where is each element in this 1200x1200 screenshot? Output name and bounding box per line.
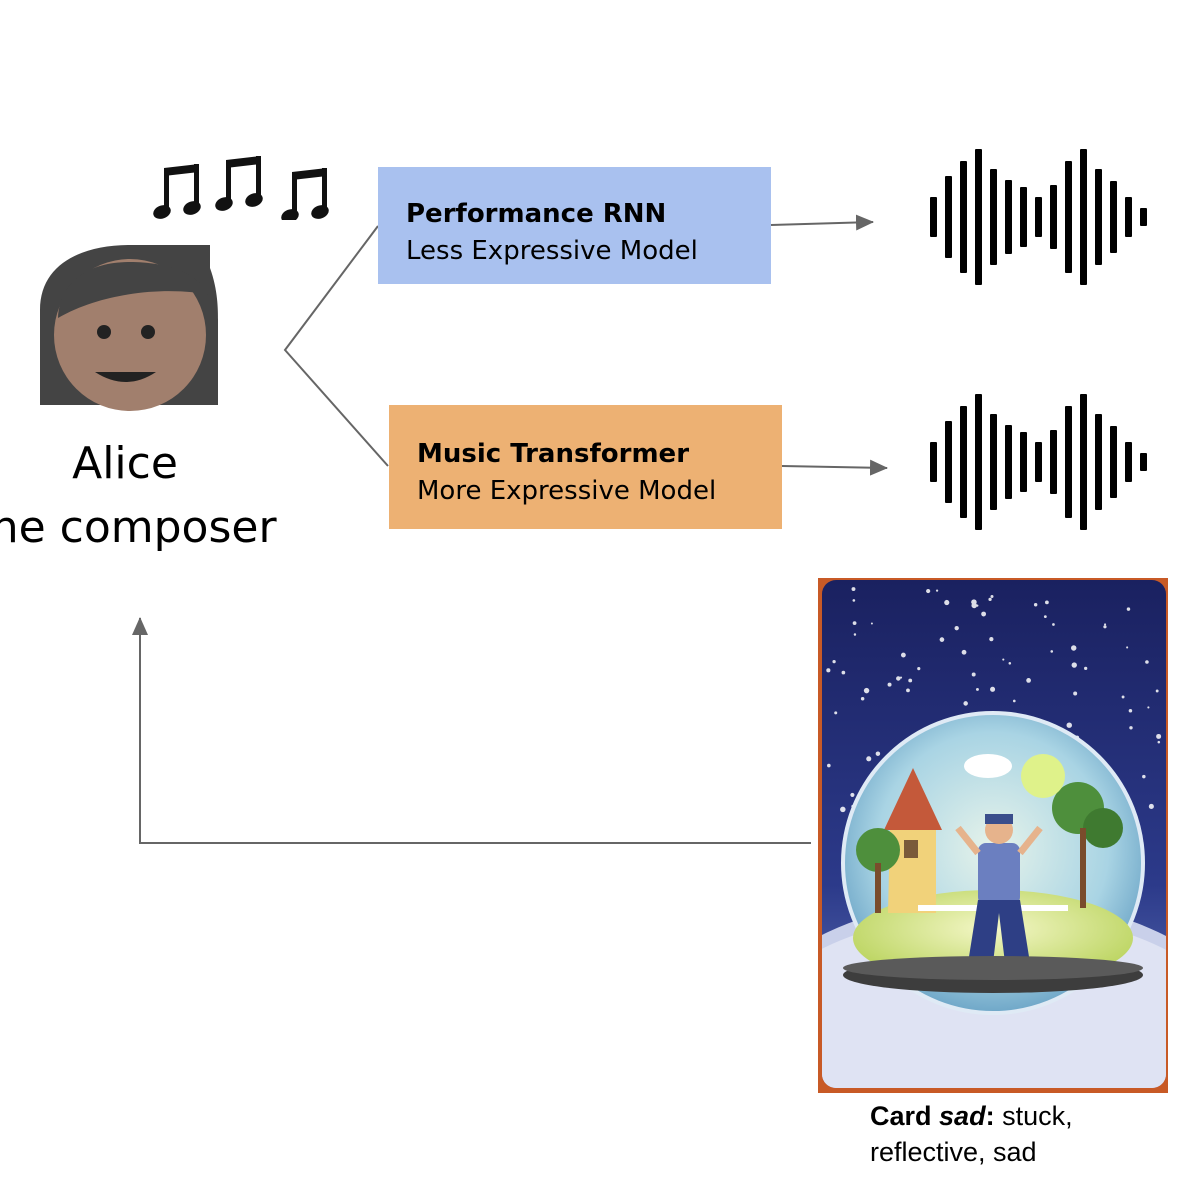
waveform-bar — [1110, 426, 1117, 498]
persona-name: Alice — [72, 438, 178, 489]
feedback-arrow — [132, 617, 811, 844]
persona-role: the composer — [0, 502, 277, 553]
model-subtitle: More Expressive Model — [417, 476, 717, 506]
card-caption: Card sad: stuck, reflective, sad — [870, 1098, 1190, 1170]
waveform-bar — [975, 149, 982, 285]
waveform-bar — [1125, 197, 1132, 237]
card-name: sad — [939, 1101, 986, 1131]
waveform-bar — [1005, 180, 1012, 254]
waveform-bar — [1095, 414, 1102, 510]
arrow-to-waveform-2 — [781, 459, 888, 476]
card-keywords: stuck, reflective, sad — [870, 1101, 1073, 1167]
waveform-bar — [1065, 406, 1072, 518]
card-label: Card — [870, 1101, 932, 1131]
card-colon: : — [985, 1101, 995, 1131]
waveform-bar — [1005, 425, 1012, 499]
waveform-bar — [1080, 149, 1087, 285]
waveform-bar — [1050, 430, 1057, 494]
waveform-bar — [1065, 161, 1072, 273]
model-subtitle: Less Expressive Model — [406, 236, 698, 266]
waveform-bar — [1125, 442, 1132, 482]
woman-face-icon — [40, 240, 220, 417]
waveform-bar — [1020, 432, 1027, 492]
music-notes-icon — [150, 150, 340, 225]
waveform-bar — [1080, 394, 1087, 530]
model-title: Performance RNN — [406, 199, 667, 229]
waveform-bar — [1140, 453, 1147, 471]
waveform-bar — [945, 176, 952, 258]
model-title: Music Transformer — [417, 439, 690, 469]
waveform-bar — [960, 161, 967, 273]
model-box-performance-rnn: Performance RNN Less Expressive Model — [378, 167, 771, 284]
waveform-bar — [930, 197, 937, 237]
waveform-bar — [945, 421, 952, 503]
audio-waveform-icon — [930, 394, 1147, 530]
waveform-bar — [930, 442, 937, 482]
audio-waveform-icon — [930, 149, 1147, 285]
waveform-bar — [1140, 208, 1147, 226]
waveform-bar — [990, 169, 997, 265]
snow-globe-card-illustration — [818, 578, 1168, 1098]
waveform-bar — [960, 406, 967, 518]
waveform-bar — [1110, 181, 1117, 253]
waveform-bar — [1050, 185, 1057, 249]
waveform-bar — [1095, 169, 1102, 265]
branch-connector — [283, 225, 389, 467]
waveform-bar — [990, 414, 997, 510]
waveform-bar — [1035, 442, 1042, 482]
waveform-bar — [1020, 187, 1027, 247]
waveform-bar — [975, 394, 982, 530]
waveform-bar — [1035, 197, 1042, 237]
arrow-to-waveform-1 — [770, 214, 874, 231]
model-box-music-transformer: Music Transformer More Expressive Model — [389, 405, 782, 529]
